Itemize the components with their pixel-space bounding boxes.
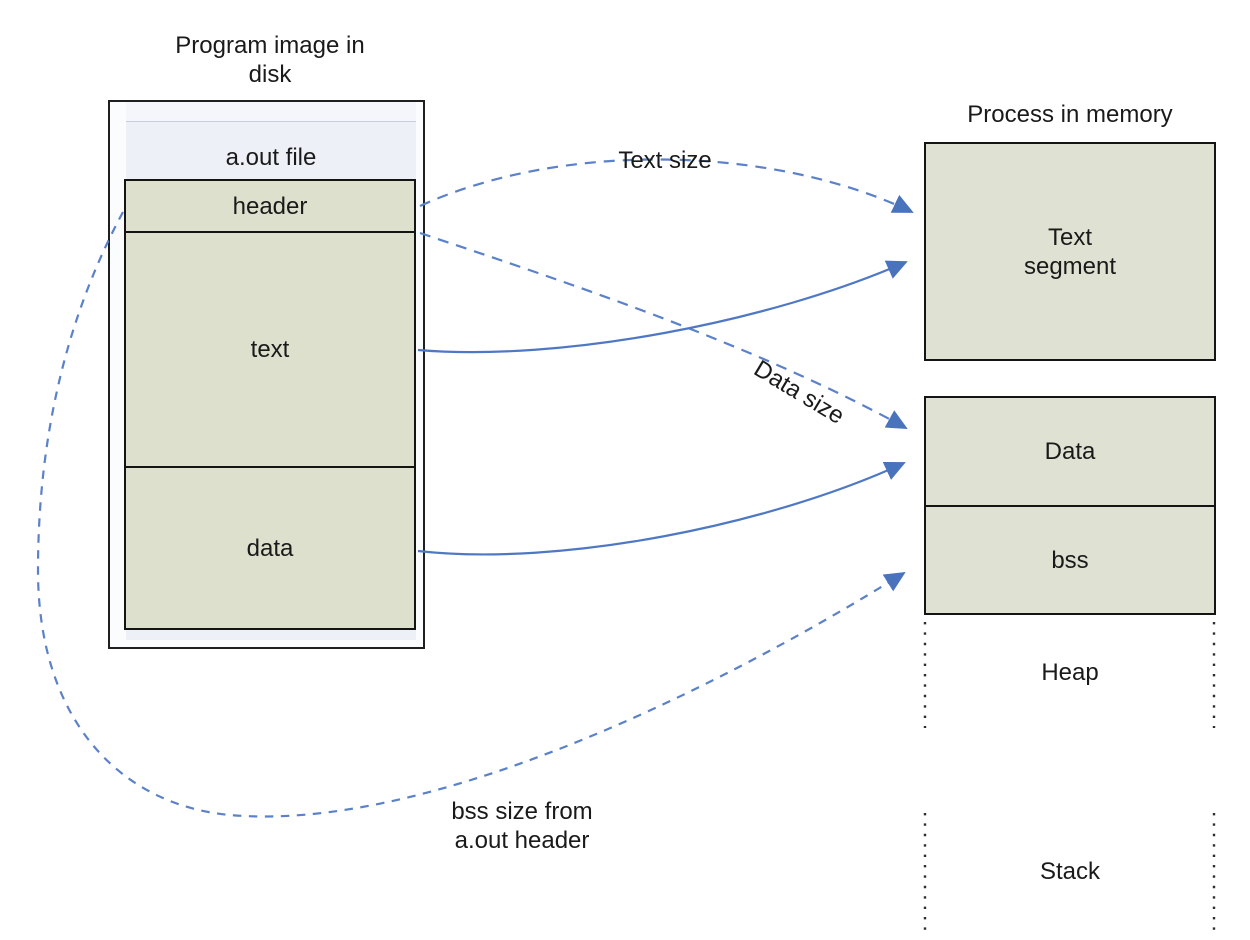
data-box-label: Data <box>1044 438 1096 465</box>
segment-header-label: header <box>232 192 308 220</box>
bss-box: bss <box>924 505 1216 615</box>
disk-title-line2: disk <box>248 61 292 88</box>
bss-box-label: bss <box>1051 546 1089 574</box>
text-to-textsegment-arrow <box>417 260 908 354</box>
bss-size-label: bss size from a.out header <box>418 797 626 855</box>
segment-header: header <box>124 179 416 233</box>
text-segment-box: Text segment <box>924 142 1216 361</box>
memory-title: Process in memory <box>967 101 1173 128</box>
aout-file-label: a.out file <box>225 144 317 171</box>
data-box: Data <box>924 396 1216 507</box>
segment-text-label: text <box>250 336 290 363</box>
segment-data-label: data <box>246 534 294 562</box>
segment-text: text <box>124 231 416 468</box>
data-to-data-arrow <box>417 461 906 556</box>
disk-title: Program image in disk <box>138 31 402 89</box>
stack-label: Stack <box>1039 858 1101 885</box>
bss-size-label-line2: a.out header <box>454 827 590 854</box>
disk-title-line1: Program image in <box>175 32 365 59</box>
text-segment-label-line1: Text <box>1047 223 1092 251</box>
aout-file-top-strip <box>126 102 416 122</box>
heap-label: Heap <box>1041 659 1099 686</box>
text-size-label: Text size <box>618 147 712 174</box>
data-size-label: Data size <box>749 355 849 430</box>
text-segment-label-line2: segment <box>1023 252 1117 280</box>
bss-size-label-line1: bss size from <box>451 798 593 825</box>
segment-data: data <box>124 466 416 630</box>
